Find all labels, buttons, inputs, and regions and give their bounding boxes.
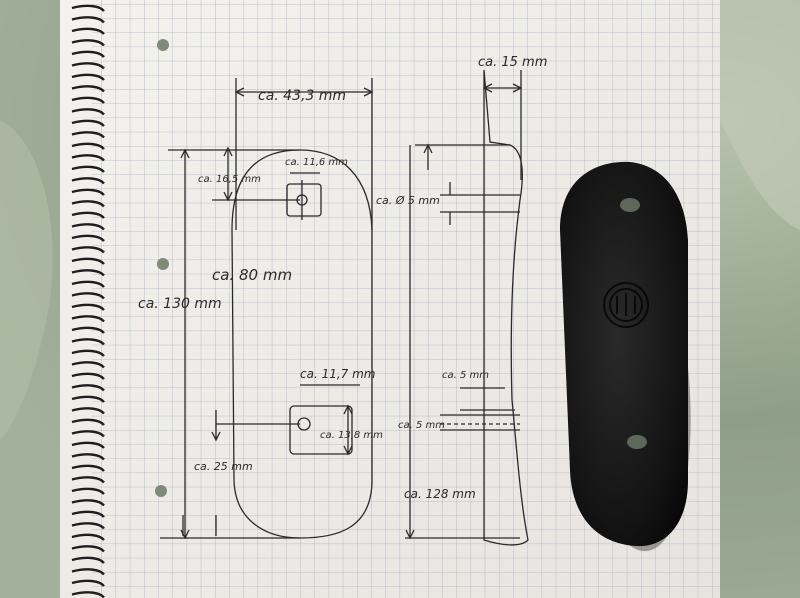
front-bottom-hole-label: ca. 11,7 mm [300, 367, 376, 381]
spiral-ring [71, 430, 105, 438]
spiral-ring [71, 407, 105, 415]
front-view-drawing [160, 78, 374, 540]
side-outline [483, 69, 529, 546]
spiral-binding [71, 4, 105, 598]
side-thickness-label: ca. 15 mm [478, 55, 547, 70]
spiral-ring [71, 441, 105, 449]
front-bottom-offset-label: ca. 25 mm [194, 460, 253, 473]
handwritten-labels: ca. 43,3 mm ca. 130 mm ca. 80 mm ca. 16,… [138, 55, 547, 501]
spiral-ring [71, 257, 105, 265]
recoil-pad [560, 161, 691, 552]
side-hole-diameter-label: ca. Ø 5 mm [376, 194, 440, 207]
spiral-ring [71, 395, 105, 403]
spiral-ring [71, 16, 105, 24]
spiral-ring [71, 50, 105, 58]
spiral-ring [71, 280, 105, 288]
spiral-ring [71, 234, 105, 242]
front-inner-label: ca. 80 mm [212, 266, 292, 284]
spiral-ring [71, 292, 105, 300]
spiral-ring [71, 533, 105, 541]
spiral-ring [71, 591, 105, 598]
front-top-hole-label: ca. 11,6 mm [285, 157, 348, 168]
spiral-ring [71, 73, 105, 81]
side-length-label: ca. 128 mm [404, 487, 476, 501]
punch-hole [157, 258, 169, 270]
spiral-ring [71, 556, 105, 564]
pad-screw-hole [620, 198, 640, 212]
pad-screw-hole [627, 435, 647, 449]
punch-hole [157, 39, 169, 51]
side-lower-label-a: ca. 5 mm [442, 370, 489, 381]
spiral-ring [71, 361, 105, 369]
spiral-ring [71, 568, 105, 576]
background-blob [700, 0, 800, 230]
spiral-ring [71, 418, 105, 426]
spiral-ring [71, 62, 105, 70]
spiral-ring [71, 464, 105, 472]
spiral-ring [71, 315, 105, 323]
spiral-ring [71, 453, 105, 461]
spiral-ring [71, 39, 105, 47]
spiral-ring [71, 384, 105, 392]
spiral-ring [71, 119, 105, 127]
spiral-ring [71, 223, 105, 231]
spiral-ring [71, 487, 105, 495]
spiral-ring [71, 246, 105, 254]
front-top-offset-label: ca. 16,5 mm [198, 174, 261, 185]
spiral-ring [71, 476, 105, 484]
spiral-ring [71, 200, 105, 208]
spiral-ring [71, 372, 105, 380]
side-view-drawing [405, 69, 529, 546]
spiral-ring [71, 211, 105, 219]
spiral-ring [71, 303, 105, 311]
punch-hole [155, 485, 167, 497]
front-height-label: ca. 130 mm [138, 296, 222, 312]
beretta-logo-icon [603, 282, 649, 328]
spiral-ring [71, 142, 105, 150]
side-lower-label-b: ca. 5 mm [398, 420, 445, 431]
spiral-ring [71, 96, 105, 104]
spiral-ring [71, 545, 105, 553]
spiral-ring [71, 154, 105, 162]
front-width-label: ca. 43,3 mm [258, 88, 346, 104]
spiral-ring [71, 188, 105, 196]
spiral-ring [71, 349, 105, 357]
spiral-ring [71, 338, 105, 346]
spiral-ring [71, 269, 105, 277]
spiral-ring [71, 85, 105, 93]
spiral-ring [71, 510, 105, 518]
spiral-ring [71, 579, 105, 587]
spiral-ring [71, 177, 105, 185]
spiral-ring [71, 4, 105, 12]
spiral-ring [71, 522, 105, 530]
spiral-ring [71, 131, 105, 139]
spiral-ring [71, 499, 105, 507]
spiral-ring [71, 108, 105, 116]
spiral-ring [71, 27, 105, 35]
front-bottom-hole-height-label: ca. 13,8 mm [320, 430, 383, 441]
spiral-ring [71, 326, 105, 334]
background-blob [0, 120, 53, 440]
spiral-ring [71, 165, 105, 173]
front-outline [231, 149, 373, 539]
